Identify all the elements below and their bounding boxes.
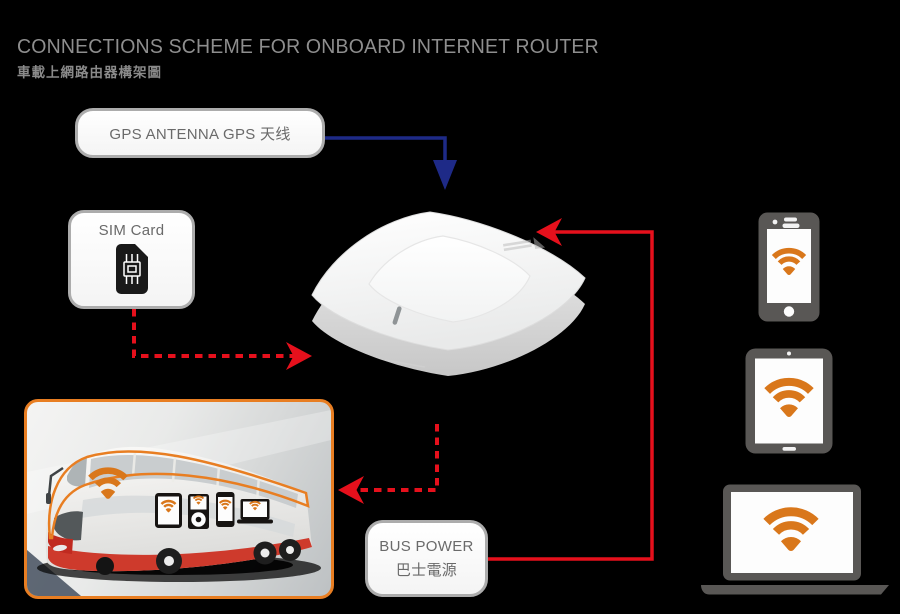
tablet-screen (755, 358, 823, 444)
sim-card-box: SIM Card (68, 210, 195, 309)
bus-power-label-zh: 巴士電源 (395, 561, 458, 579)
sim-card-label: SIM Card (98, 222, 165, 239)
bus-orange-outline (47, 450, 310, 540)
router-led-slot (392, 306, 402, 325)
page-subtitle: 車載上網路由器構架圖 (17, 65, 162, 80)
router-device (311, 211, 586, 376)
router-to-bus-arrowhead (338, 476, 364, 504)
bus-wheel-mid-hub (164, 556, 174, 566)
client-laptop-icon (701, 484, 889, 595)
smartphone-screen (767, 229, 811, 303)
bus-illustration (27, 410, 331, 596)
bus-windshield-lower (54, 511, 83, 541)
bus-power-label-en: BUS POWER (379, 538, 474, 556)
bus-windshield-upper (67, 457, 87, 487)
sim-to-router-connector (132, 309, 294, 358)
bus-mirror-arm (47, 466, 64, 497)
onboard-media-player-icon (188, 494, 209, 529)
router-to-bus-connector (356, 424, 439, 492)
bus-wheel-rear2-hub (286, 546, 294, 554)
laptop-base (701, 585, 889, 595)
onboard-laptop-icon (237, 499, 273, 524)
bus-lower-windows (81, 495, 295, 537)
bus-power-box: BUS POWER 巴士電源 (365, 520, 488, 597)
sim-card-icon (115, 244, 148, 294)
client-tablet-icon (745, 348, 833, 454)
bus-upper-windows (89, 455, 298, 508)
bus-wheel-front (96, 557, 114, 575)
onboard-smartphone-icon (216, 492, 235, 527)
smartphone-home-button (783, 306, 795, 317)
client-smartphone-icon (758, 212, 820, 322)
router-seam (384, 359, 426, 368)
onboard-tablet-icon (155, 493, 182, 528)
smartphone-speaker (784, 217, 797, 222)
bus-window-pillars (131, 451, 261, 502)
bus-photo-panel (24, 399, 334, 599)
tablet-camera-dot (787, 351, 791, 356)
bus-wheel-rear1-hub (260, 548, 270, 558)
smartphone-sensor-bar (782, 223, 800, 228)
gps-to-router-arrowhead (433, 160, 457, 190)
laptop-screen (731, 492, 853, 573)
gps-to-router-connector (325, 136, 447, 163)
gps-antenna-label: GPS ANTENNA GPS 天线 (109, 125, 291, 143)
page-title: CONNECTIONS SCHEME FOR ONBOARD INTERNET … (17, 35, 599, 58)
smartphone-camera-dot (772, 219, 778, 225)
gps-antenna-box: GPS ANTENNA GPS 天线 (75, 108, 325, 158)
bus-headlight (53, 544, 67, 552)
bus-mirror (46, 493, 51, 504)
tablet-home-button (782, 447, 796, 451)
